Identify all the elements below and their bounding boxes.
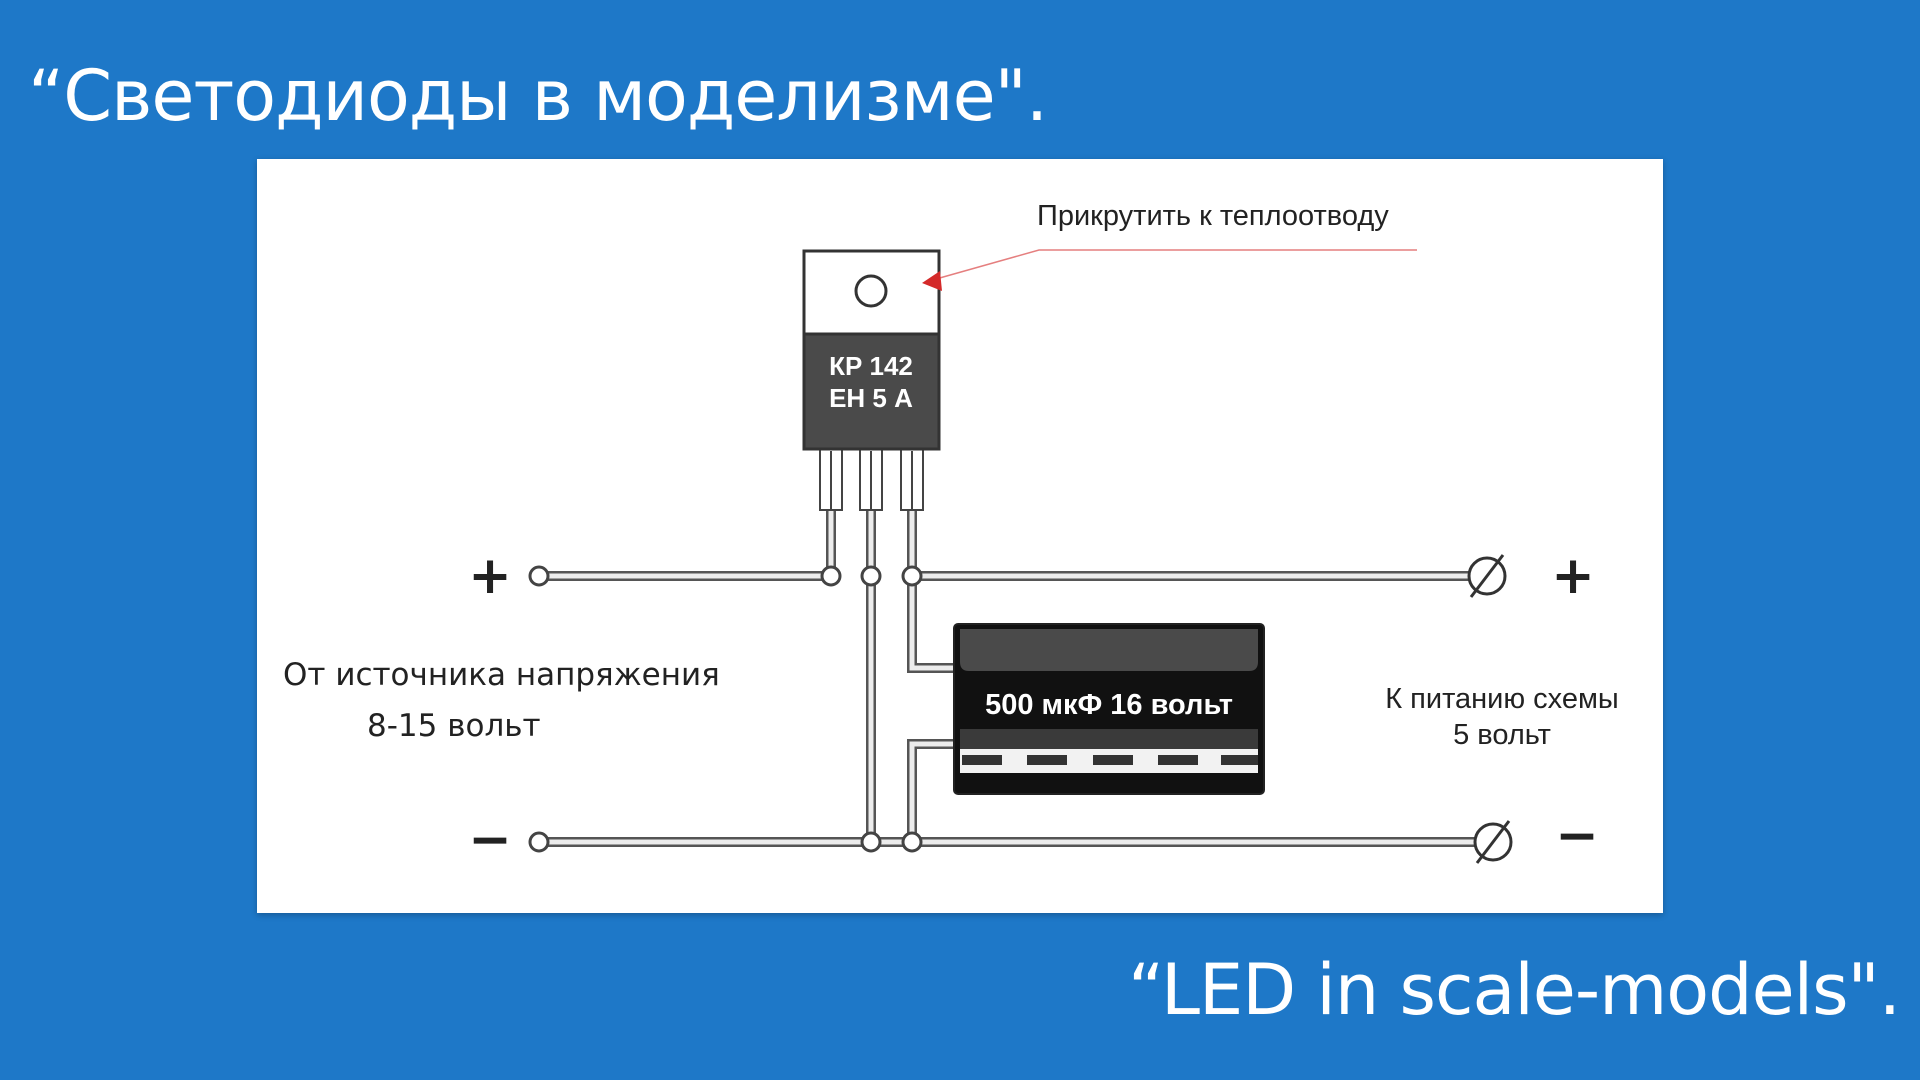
wires: [539, 509, 1492, 847]
ic-pins: [819, 447, 924, 511]
pointer-line: [928, 249, 1417, 282]
output-label: К питанию схемы 5 вольт: [1385, 683, 1619, 751]
junctions: [528, 565, 923, 853]
junction-dot: [820, 565, 842, 587]
capacitor-label: 500 мкФ 16 вольт: [985, 689, 1233, 721]
slide-title-russian: “Светодиоды в моделизме".: [28, 55, 1048, 137]
output-plus-symbol: +: [1551, 546, 1595, 606]
output-label-line1: К питанию схемы: [1385, 683, 1619, 715]
polarity-symbols: + + − −: [468, 546, 1599, 870]
arrow-icon: [922, 271, 942, 291]
slide-title-english: “LED in scale-models".: [1127, 949, 1901, 1031]
circuit-diagram: КР 142 ЕН 5 А Прикрутить к теплоотводу: [283, 200, 1619, 870]
voltage-regulator-ic: КР 142 ЕН 5 А: [802, 249, 941, 451]
input-plus-terminal: [528, 565, 550, 587]
heatsink-note: Прикрутить к теплоотводу: [1037, 200, 1389, 232]
ic-label-line2: ЕН 5 А: [829, 383, 913, 413]
junction-dot: [860, 831, 882, 853]
input-plus-symbol: +: [468, 546, 512, 606]
input-minus-symbol: −: [468, 810, 512, 870]
source-label-line2: 8-15 вольт: [367, 708, 541, 744]
circuit-diagram-panel: КР 142 ЕН 5 А Прикрутить к теплоотводу: [257, 159, 1663, 913]
output-label-line2: 5 вольт: [1453, 719, 1551, 751]
junction-dot: [860, 565, 882, 587]
capacitor: 500 мкФ 16 вольт: [953, 623, 1265, 795]
junction-dot: [901, 565, 923, 587]
output-minus-terminal-icon: [1473, 820, 1513, 864]
source-label: От источника напряжения 8-15 вольт: [283, 657, 720, 744]
mounting-hole-icon: [854, 274, 888, 308]
heatsink-annotation: Прикрутить к теплоотводу: [922, 200, 1417, 291]
input-minus-terminal: [528, 831, 550, 853]
source-label-line1: От источника напряжения: [283, 657, 720, 693]
output-plus-terminal-icon: [1467, 554, 1507, 598]
ic-label-line1: КР 142: [829, 351, 913, 381]
output-terminals: [1467, 554, 1513, 864]
junction-dot: [901, 831, 923, 853]
output-minus-symbol: −: [1555, 806, 1599, 866]
